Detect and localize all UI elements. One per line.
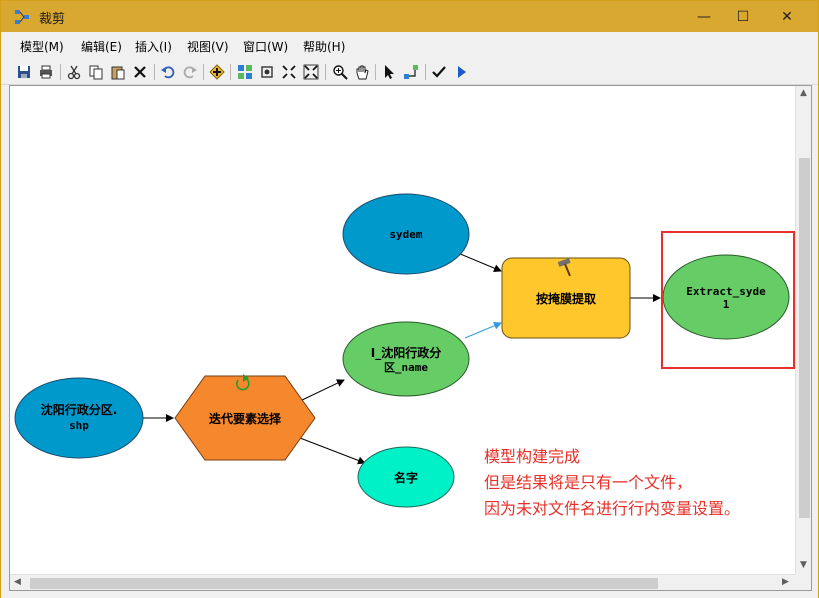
zoom-in-fixed-icon[interactable]	[280, 63, 298, 81]
annotation-line-2: 但是结果将是只有一个文件，	[484, 473, 693, 492]
annotation-line-1: 模型构建完成	[484, 447, 581, 466]
toolbar-separator	[375, 64, 376, 80]
extract-by-mask-tool[interactable]: 按掩膜提取	[501, 257, 631, 339]
cut-icon[interactable]	[65, 63, 83, 81]
menu-window[interactable]: 窗口(W)	[243, 40, 289, 54]
vertical-scrollbar[interactable]: ▲ ▼	[795, 86, 811, 574]
scroll-up-icon[interactable]: ▲	[800, 88, 807, 98]
input-shapefile-label-2: shp	[69, 419, 89, 432]
title-bar[interactable]: 裁剪 — ☐ ✕	[1, 1, 818, 32]
zoom-in-icon[interactable]	[331, 63, 349, 81]
sydem-label: sydem	[389, 228, 422, 241]
menu-view[interactable]: 视图(V)	[187, 40, 229, 54]
toolbar-separator	[230, 64, 231, 80]
copy-icon[interactable]	[87, 63, 105, 81]
extract-result-label-1: Extract_syde	[686, 285, 766, 298]
horizontal-scrollbar[interactable]: ◀ ▶	[10, 574, 795, 590]
pan-icon[interactable]	[353, 63, 371, 81]
toolbar-separator	[60, 64, 61, 80]
model-diagram: 沈阳行政分区. shp 迭代要素选择 sydem	[14, 193, 795, 508]
maximize-button[interactable]: ☐	[736, 8, 750, 25]
menu-bar: 模型(M) 编辑(E) 插入(I) 视图(V) 窗口(W) 帮助(H)	[1, 34, 818, 58]
menu-model[interactable]: 模型(M)	[20, 40, 64, 54]
paste-icon[interactable]	[109, 63, 127, 81]
input-shapefile-node[interactable]: 沈阳行政分区. shp	[14, 377, 144, 459]
menu-help[interactable]: 帮助(H)	[303, 40, 346, 54]
scrollbar-corner	[795, 574, 811, 590]
iterate-icon	[236, 374, 250, 391]
toolbar-separator	[154, 64, 155, 80]
connect-icon[interactable]	[402, 63, 420, 81]
menu-edit[interactable]: 编辑(E)	[81, 40, 122, 54]
select-icon[interactable]	[380, 63, 398, 81]
status-strip	[1, 591, 818, 598]
scroll-down-icon[interactable]: ▼	[800, 560, 807, 570]
zoom-out-fixed-icon[interactable]	[302, 63, 320, 81]
add-data-icon[interactable]	[208, 63, 226, 81]
connector-iterator-to-output[interactable]	[299, 379, 345, 402]
annotation-note: 模型构建完成 但是结果将是只有一个文件， 因为未对文件名进行行内变量设置。	[484, 444, 740, 522]
iterated-feature-label-1: I_沈阳行政分	[371, 345, 441, 361]
name-value-node[interactable]: 名字	[357, 446, 455, 508]
toolbar-separator	[325, 64, 326, 80]
model-canvas-frame: 沈阳行政分区. shp 迭代要素选择 sydem	[9, 85, 812, 591]
scroll-right-icon[interactable]: ▶	[782, 577, 789, 587]
toolbar	[1, 59, 818, 85]
window-title: 裁剪	[39, 12, 66, 27]
name-value-label: 名字	[394, 470, 418, 485]
iterated-feature-label-2: 区_name	[384, 361, 428, 374]
model-canvas[interactable]: 沈阳行政分区. shp 迭代要素选择 sydem	[10, 86, 795, 574]
horizontal-scroll-thumb[interactable]	[30, 578, 658, 589]
vertical-scroll-thumb[interactable]	[799, 158, 810, 518]
toolbar-separator	[425, 64, 426, 80]
toolbar-separator	[203, 64, 204, 80]
connector-output-to-extract[interactable]	[464, 322, 502, 339]
extract-tool-label: 按掩膜提取	[536, 291, 596, 306]
delete-icon[interactable]	[131, 63, 149, 81]
iterator-label: 迭代要素选择	[209, 411, 282, 426]
save-icon[interactable]	[15, 63, 33, 81]
iterate-feature-selection-tool[interactable]: 迭代要素选择	[174, 374, 316, 461]
hammer-icon	[557, 258, 571, 277]
full-extent-icon[interactable]	[258, 63, 276, 81]
redo-icon[interactable]	[181, 63, 199, 81]
model-builder-app-icon	[14, 9, 30, 25]
minimize-button[interactable]: —	[697, 8, 711, 25]
menu-insert[interactable]: 插入(I)	[135, 40, 172, 54]
close-button[interactable]: ✕	[781, 8, 793, 25]
iterated-feature-output-node[interactable]: I_沈阳行政分 区_name	[342, 321, 470, 397]
input-shapefile-label-1: 沈阳行政分区.	[41, 402, 118, 417]
annotation-line-3: 因为未对文件名进行行内变量设置。	[484, 499, 741, 518]
auto-layout-icon[interactable]	[236, 63, 254, 81]
connector-iterator-to-name[interactable]	[299, 437, 366, 465]
scroll-left-icon[interactable]: ◀	[14, 577, 21, 587]
undo-icon[interactable]	[159, 63, 177, 81]
extract-result-label-2: 1	[723, 298, 730, 311]
extract-result-node[interactable]: Extract_syde 1	[662, 254, 790, 340]
print-icon[interactable]	[37, 63, 55, 81]
run-icon[interactable]	[452, 63, 470, 81]
result-highlight-box	[661, 231, 795, 369]
sydem-raster-node[interactable]: sydem	[342, 193, 470, 275]
validate-icon[interactable]	[430, 63, 448, 81]
